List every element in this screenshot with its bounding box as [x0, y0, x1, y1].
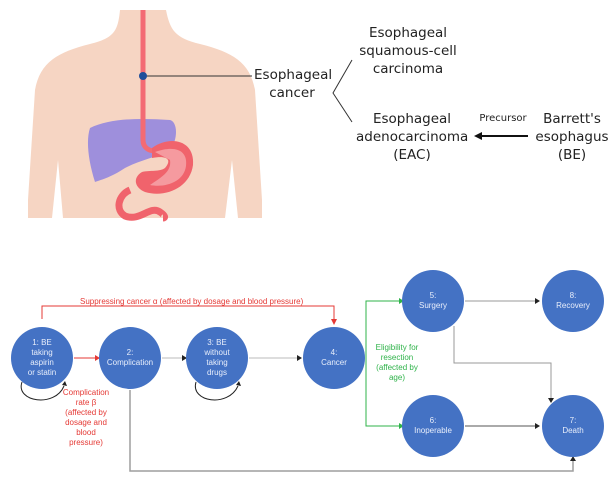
- node-3-be-without-drugs[interactable]: 3: BE without taking drugs: [186, 327, 248, 389]
- node-2-complication[interactable]: 2: Complication: [99, 327, 161, 389]
- label-esophageal-cancer: Esophageal cancer: [254, 67, 333, 101]
- intestine: [115, 186, 169, 222]
- liver: [87, 118, 176, 182]
- label-barretts-esophagus: Barrett's esophagus (BE): [535, 111, 609, 163]
- self-loop-3: [194, 381, 239, 401]
- self-loop-1: [20, 381, 65, 401]
- edge-4-to-6: [365, 358, 399, 427]
- label-complication-rate: Complication rate β (affected by dosage …: [62, 388, 110, 447]
- edge-4-to-5: [365, 300, 399, 358]
- node-5-surgery[interactable]: 5: Surgery: [402, 270, 464, 332]
- node-8-recovery[interactable]: 8: Recovery: [542, 270, 604, 332]
- label-squamous-cell-carcinoma: Esophageal squamous-cell carcinoma: [359, 25, 457, 77]
- node-1-be-taking-aspirin[interactable]: 1: BE taking aspirin or statin: [11, 327, 73, 389]
- edge-1-to-4-suppressing: [41, 305, 335, 322]
- branch-bracket: [332, 59, 353, 123]
- node-6-inoperable[interactable]: 6: Inoperable: [402, 395, 464, 457]
- label-adenocarcinoma: Esophageal adenocarcinoma (EAC): [356, 111, 469, 163]
- label-precursor: Precursor: [479, 113, 527, 124]
- edge-5-to-7: [453, 326, 552, 398]
- label-suppressing-cancer: Suppressing cancer α (affected by dosage…: [80, 297, 304, 306]
- node-7-death[interactable]: 7: Death: [542, 395, 604, 457]
- tumor-marker: [139, 72, 147, 80]
- edge-2-to-7: [129, 390, 574, 472]
- node-4-cancer[interactable]: 4: Cancer: [303, 327, 365, 389]
- label-eligibility-resection: Eligibility for resection (affected by a…: [375, 343, 419, 382]
